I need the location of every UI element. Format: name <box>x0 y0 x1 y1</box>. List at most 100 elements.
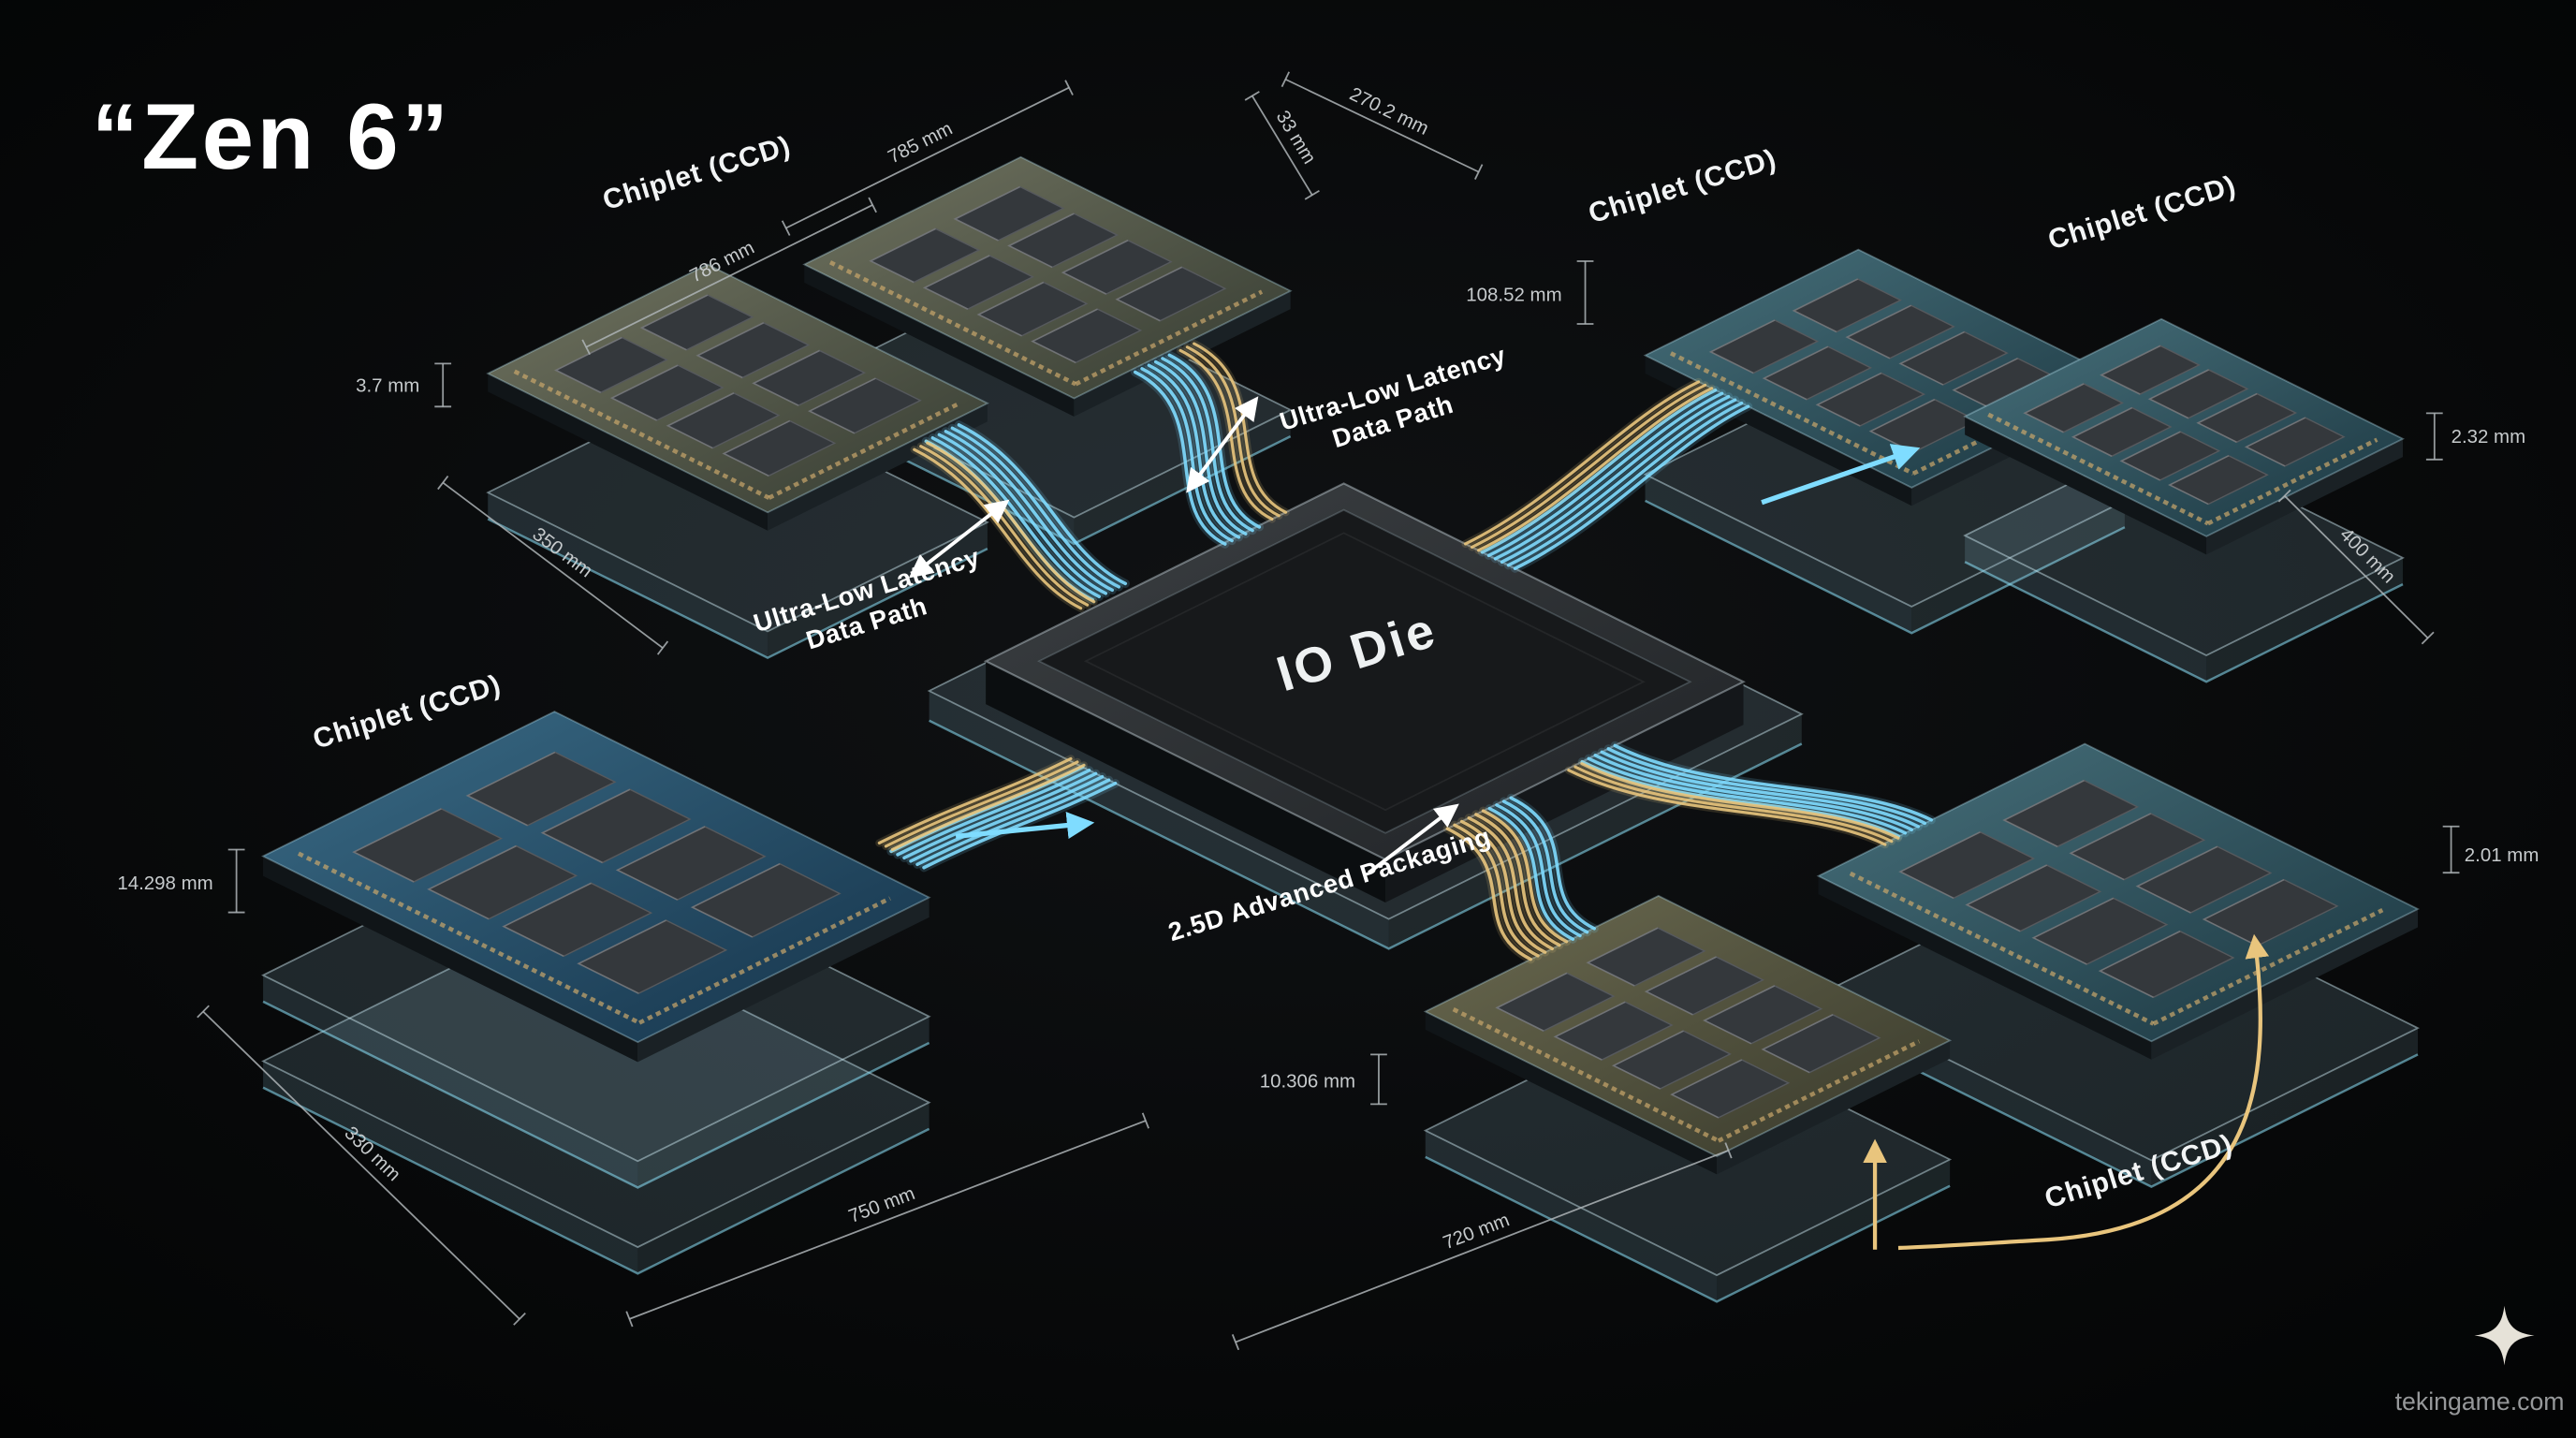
core-block <box>2100 345 2201 395</box>
core-block <box>465 751 617 827</box>
core-block <box>2002 779 2140 848</box>
core-block <box>2023 383 2125 433</box>
data-path-ribbon <box>886 762 1120 873</box>
dimension-line <box>1370 1053 1387 1106</box>
dimension-line <box>2442 825 2460 874</box>
dim-thickness-tl: 3.7 mm <box>356 375 419 396</box>
chiplet-die <box>1816 742 2420 1060</box>
page-title: “Zen 6” <box>92 85 452 189</box>
annotation-arrows <box>908 396 2270 1251</box>
glass-substrate-layer <box>261 915 931 1275</box>
core-block <box>1761 1014 1881 1074</box>
core-block <box>2031 897 2169 965</box>
dimension-line <box>1576 260 1594 325</box>
core-block <box>427 844 578 920</box>
dimension-line <box>1244 91 1320 200</box>
data-path-ribbon <box>1461 377 1716 554</box>
core-block <box>2119 431 2221 481</box>
core-block <box>695 322 811 379</box>
core-block <box>2069 813 2206 881</box>
data-path-ribbon <box>1477 386 1753 573</box>
core-block <box>1645 956 1764 1016</box>
chiplet-die <box>1963 317 2405 555</box>
packaging-arrow <box>1368 803 1459 874</box>
core-block <box>953 185 1065 242</box>
core-block <box>923 255 1034 310</box>
dim-thickness-br: 2.01 mm <box>2465 845 2539 866</box>
chiplet-die <box>486 263 989 531</box>
core-block <box>752 349 867 406</box>
core-block <box>691 862 842 938</box>
core-block <box>1007 213 1120 269</box>
core-block <box>610 364 724 421</box>
core-block <box>869 227 981 284</box>
glass-substrate-layer <box>1963 436 2405 683</box>
data-path-ribbon <box>875 755 1089 854</box>
chiplet-die <box>802 155 1293 417</box>
watermark-logo-icon <box>2474 1305 2535 1366</box>
core-block <box>1898 830 2036 900</box>
dimension-line <box>625 1112 1149 1328</box>
dimension-line <box>434 362 452 408</box>
core-block <box>722 419 837 477</box>
dimension-line <box>197 1005 526 1326</box>
chiplet-die <box>261 711 931 1063</box>
core-block <box>1612 1030 1732 1090</box>
core-block <box>554 336 668 394</box>
core-block <box>1031 308 1143 364</box>
core-block <box>1553 1001 1674 1061</box>
dim-height-br: 10.306 mm <box>1260 1072 1355 1093</box>
data-path-ribbon <box>1485 793 1599 944</box>
core-block <box>502 882 653 958</box>
core-block <box>1898 330 2009 386</box>
dimension-line <box>1231 1142 1733 1351</box>
dimension-line <box>781 80 1074 236</box>
core-block <box>1670 1059 1791 1119</box>
core-block <box>1703 985 1823 1045</box>
dimension-line <box>437 475 669 655</box>
core-block <box>577 919 728 994</box>
dimension-line <box>2425 412 2443 461</box>
core-block <box>1115 266 1227 322</box>
core-block <box>1061 239 1173 295</box>
core-block <box>976 281 1089 337</box>
dimension-line <box>2277 489 2435 645</box>
core-block <box>2071 406 2173 458</box>
core-block <box>2098 930 2235 999</box>
latency-double-arrow-top <box>1186 396 1259 493</box>
dim-thickness-bl: 14.298 mm <box>117 873 212 894</box>
core-block <box>1763 345 1873 401</box>
dimension-line <box>1281 71 1484 180</box>
scene-layer <box>197 71 2460 1351</box>
latency-double-arrow-left <box>908 499 1010 579</box>
core-block <box>1815 372 1925 427</box>
dimension-line <box>581 197 877 356</box>
data-flow-arrow-right-icon <box>1761 444 1921 506</box>
dim-height-tr: 108.52 mm <box>1466 285 1561 305</box>
core-block <box>1709 319 1820 374</box>
core-block <box>352 808 504 883</box>
core-block <box>1495 972 1616 1032</box>
core-block <box>2135 845 2273 914</box>
core-block <box>2245 417 2346 467</box>
core-block <box>2168 454 2269 506</box>
data-path-ribbon <box>1577 741 1936 841</box>
core-block <box>666 392 781 449</box>
core-block <box>1845 304 1955 360</box>
core-block <box>1792 278 1902 333</box>
watermark-text: tekingame.com <box>2395 1387 2565 1416</box>
data-path-ribbon <box>1564 759 1903 849</box>
core-block <box>2196 392 2298 444</box>
core-block <box>616 826 767 901</box>
core-block <box>1965 864 2102 932</box>
core-block <box>2148 369 2249 419</box>
data-path-ribbon <box>921 420 1130 605</box>
core-block <box>640 294 754 351</box>
core-block <box>2202 878 2339 947</box>
data-flow-arrow-left-icon <box>955 812 1095 840</box>
core-block <box>540 788 692 864</box>
data-flow-curve-icon <box>1897 933 2270 1251</box>
chiplet-die <box>1423 894 1953 1175</box>
data-path-ribbon <box>1442 806 1572 964</box>
